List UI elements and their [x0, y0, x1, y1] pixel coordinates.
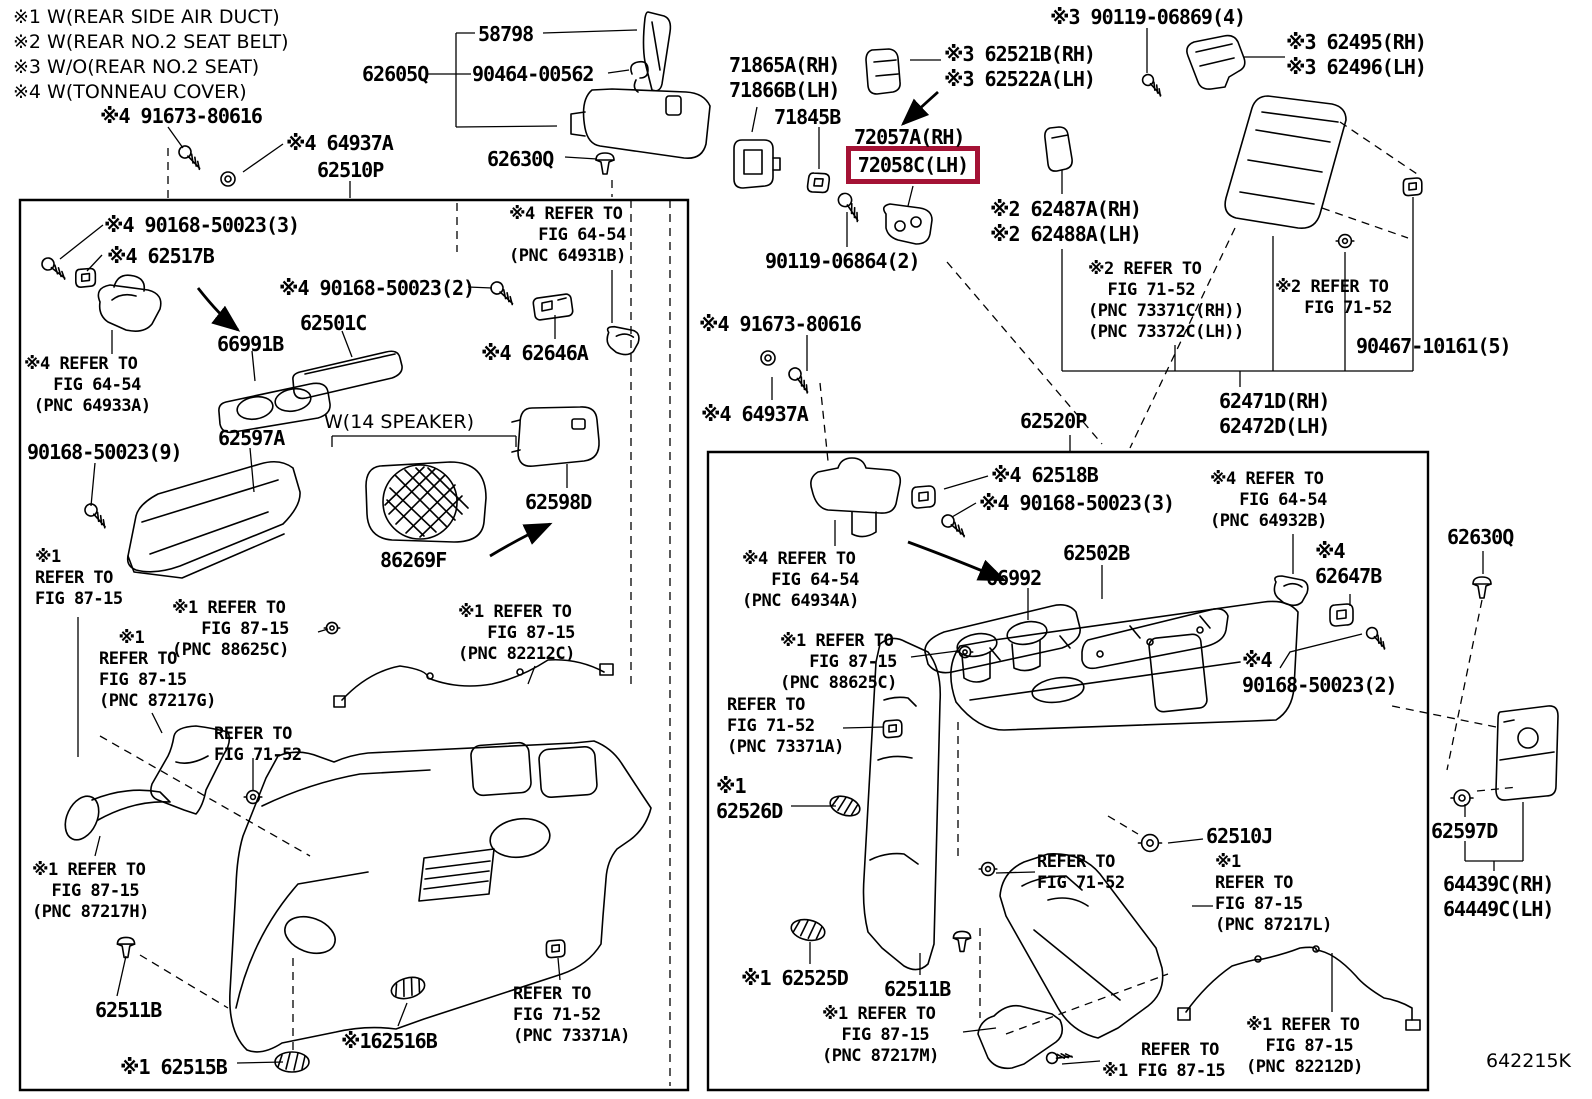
ref-64932b: ※4 REFER TO FIG 64-54 (PNC 64932B) — [1210, 469, 1327, 531]
ref-64934a: ※4 REFER TO FIG 64-54 (PNC 64934A) — [742, 549, 859, 611]
clip-71845b: 71845B — [774, 105, 841, 129]
ref-88625c-left: ※1 REFER TO FIG 87-15 (PNC 88625C) — [172, 598, 289, 660]
ref-73371c: ※2 REFER TO FIG 71-52 (PNC 73371C(RH)) (… — [1088, 259, 1244, 342]
ref-7152-left: REFER TO FIG 71-52 — [214, 724, 302, 765]
bolt-90119-06864: 90119-06864(2) — [765, 249, 921, 273]
screw-91673-right: ※4 91673-80616 — [699, 312, 862, 336]
highlighted-part-number: 72058C(LH) — [857, 153, 969, 177]
right-panel-parts — [761, 351, 1420, 1071]
screw-90467-10161: 90467-10161(5) — [1356, 334, 1512, 358]
ref-82212c: ※1 REFER TO FIG 87-15 (PNC 82212C) — [458, 602, 575, 664]
legend-item-4: ※4 W(TONNEAU COVER) — [13, 81, 247, 103]
ref-73371a-left: REFER TO FIG 71-52 (PNC 73371A) — [513, 984, 630, 1046]
grommet-62597d: 62597D — [1431, 819, 1498, 843]
panel-62520p: 62520P — [1020, 409, 1087, 433]
highlight-box: 72058C(LH) — [846, 146, 980, 184]
pin-62630q-right: 62630Q — [1447, 525, 1514, 549]
screw-90168-50023-3-left: ※4 90168-50023(3) — [104, 213, 300, 237]
asm-62605q: 62605Q — [362, 62, 429, 86]
screw-90168-50023-2-right: ※4 90168-50023(2) — [1242, 648, 1398, 697]
ref-73371a-right: REFER TO FIG 71-52 (PNC 73371A) — [727, 695, 844, 757]
holder-66991b: 66991B — [217, 332, 284, 356]
left-assembly-box — [20, 200, 688, 1090]
legend-item-3: ※3 W/O(REAR NO.2 SEAT) — [13, 56, 260, 78]
ref-64933a: ※4 REFER TO FIG 64-54 (PNC 64933A) — [24, 354, 151, 416]
ref-87217l: ※1 REFER TO FIG 87-15 (PNC 87217L) — [1215, 852, 1332, 935]
ref-8715-left: ※1 REFER TO FIG 87-15 — [35, 547, 123, 609]
clip-62511b-right: 62511B — [884, 977, 951, 1001]
garnish-62471d: 62471D(RH) 62472D(LH) — [1219, 389, 1330, 438]
retainer-62521b: ※3 62521B(RH) ※3 62522A(LH) — [944, 42, 1096, 91]
right-assembly-box — [708, 452, 1428, 1090]
pin-62630q-left: 62630Q — [487, 147, 554, 171]
ref-88625c-right: ※1 REFER TO FIG 87-15 (PNC 88625C) — [780, 631, 897, 693]
duct-62597a: 62597A — [218, 426, 285, 450]
direction-arrows — [198, 92, 1007, 580]
screw-90168-50023-3-right: ※4 90168-50023(3) — [979, 491, 1175, 515]
garnish-62501c: 62501C — [300, 311, 367, 335]
retainer-71865a: 71865A(RH) 71866B(LH) — [729, 53, 840, 102]
screw-91673-left: ※4 91673-80616 — [100, 104, 263, 128]
clip-62646a: ※4 62646A — [481, 341, 589, 365]
visor-holder-art — [571, 12, 710, 175]
clip-62511b-left: 62511B — [95, 998, 162, 1022]
vent-62525d: ※1 62525D — [741, 966, 849, 990]
holder-66992: 66992 — [986, 566, 1042, 590]
panel-62510p: 62510P — [317, 158, 384, 182]
lock-62495: ※3 62495(RH) ※3 62496(LH) — [1286, 30, 1427, 79]
ref-87217g: ※1 REFER TO FIG 87-15 (PNC 87217G) — [99, 628, 216, 711]
ref-7152-mid: REFER TO FIG 71-52 — [1037, 852, 1125, 893]
clip-62647b: ※4 62647B — [1315, 539, 1382, 588]
garnish-62502b: 62502B — [1063, 541, 1130, 565]
clip-62518b: ※4 62518B — [991, 463, 1099, 487]
dashed-lines — [100, 122, 1518, 1086]
ref-82212d: ※1 REFER TO FIG 87-15 (PNC 82212D) — [1246, 1015, 1363, 1077]
bracket-62487a: ※2 62487A(RH) ※2 62488A(LH) — [990, 197, 1142, 246]
note-w14-speaker: W(14 SPEAKER) — [324, 411, 475, 433]
legend-item-1: ※1 W(REAR SIDE AIR DUCT) — [13, 6, 280, 28]
cap-64937a-right: ※4 64937A — [701, 402, 809, 426]
bracket-62517b: ※4 62517B — [107, 244, 215, 268]
screw-90464-00562: 90464-00562 — [472, 62, 594, 86]
screw-90168-50023-9: 90168-50023(9) — [27, 440, 183, 464]
grommet-62510j: 62510J — [1206, 824, 1273, 848]
vent-62515b: ※1 62515B — [120, 1055, 228, 1079]
figure-code: 642215K — [1486, 1050, 1571, 1072]
holder-58798: 58798 — [478, 22, 534, 46]
grille-86269f: 86269F — [380, 548, 447, 572]
vent-62516b: ※162516B — [341, 1029, 438, 1053]
right-outside-parts — [1273, 575, 1558, 807]
ref-87217h: ※1 REFER TO FIG 87-15 (PNC 87217H) — [32, 860, 149, 922]
cap-64937a-left: ※4 64937A — [286, 131, 394, 155]
ref-64931b: ※4 REFER TO FIG 64-54 (PNC 64931B) — [509, 204, 626, 266]
guide-72057a: 72057A(RH) — [854, 125, 965, 149]
middle-cluster-parts — [734, 36, 1423, 249]
panel-64439c: 64439C(RH) 64449C(LH) — [1443, 872, 1554, 921]
bolt-90119-06869: ※3 90119-06869(4) — [1050, 5, 1246, 29]
ref-8715-bolt: REFER TO ※1 FIG 87-15 — [1102, 1040, 1226, 1081]
legend-item-2: ※2 W(REAR NO.2 SEAT BELT) — [13, 31, 289, 53]
cover-62598d: 62598D — [525, 490, 592, 514]
left-panel-parts — [39, 143, 651, 1073]
screw-90168-50023-2-left: ※4 90168-50023(2) — [279, 276, 475, 300]
ref-7152-upper-right: ※2 REFER TO FIG 71-52 — [1275, 277, 1392, 318]
ref-87217m: ※1 REFER TO FIG 87-15 (PNC 87217M) — [822, 1004, 939, 1066]
clip-62526d: ※1 62526D — [716, 774, 783, 823]
